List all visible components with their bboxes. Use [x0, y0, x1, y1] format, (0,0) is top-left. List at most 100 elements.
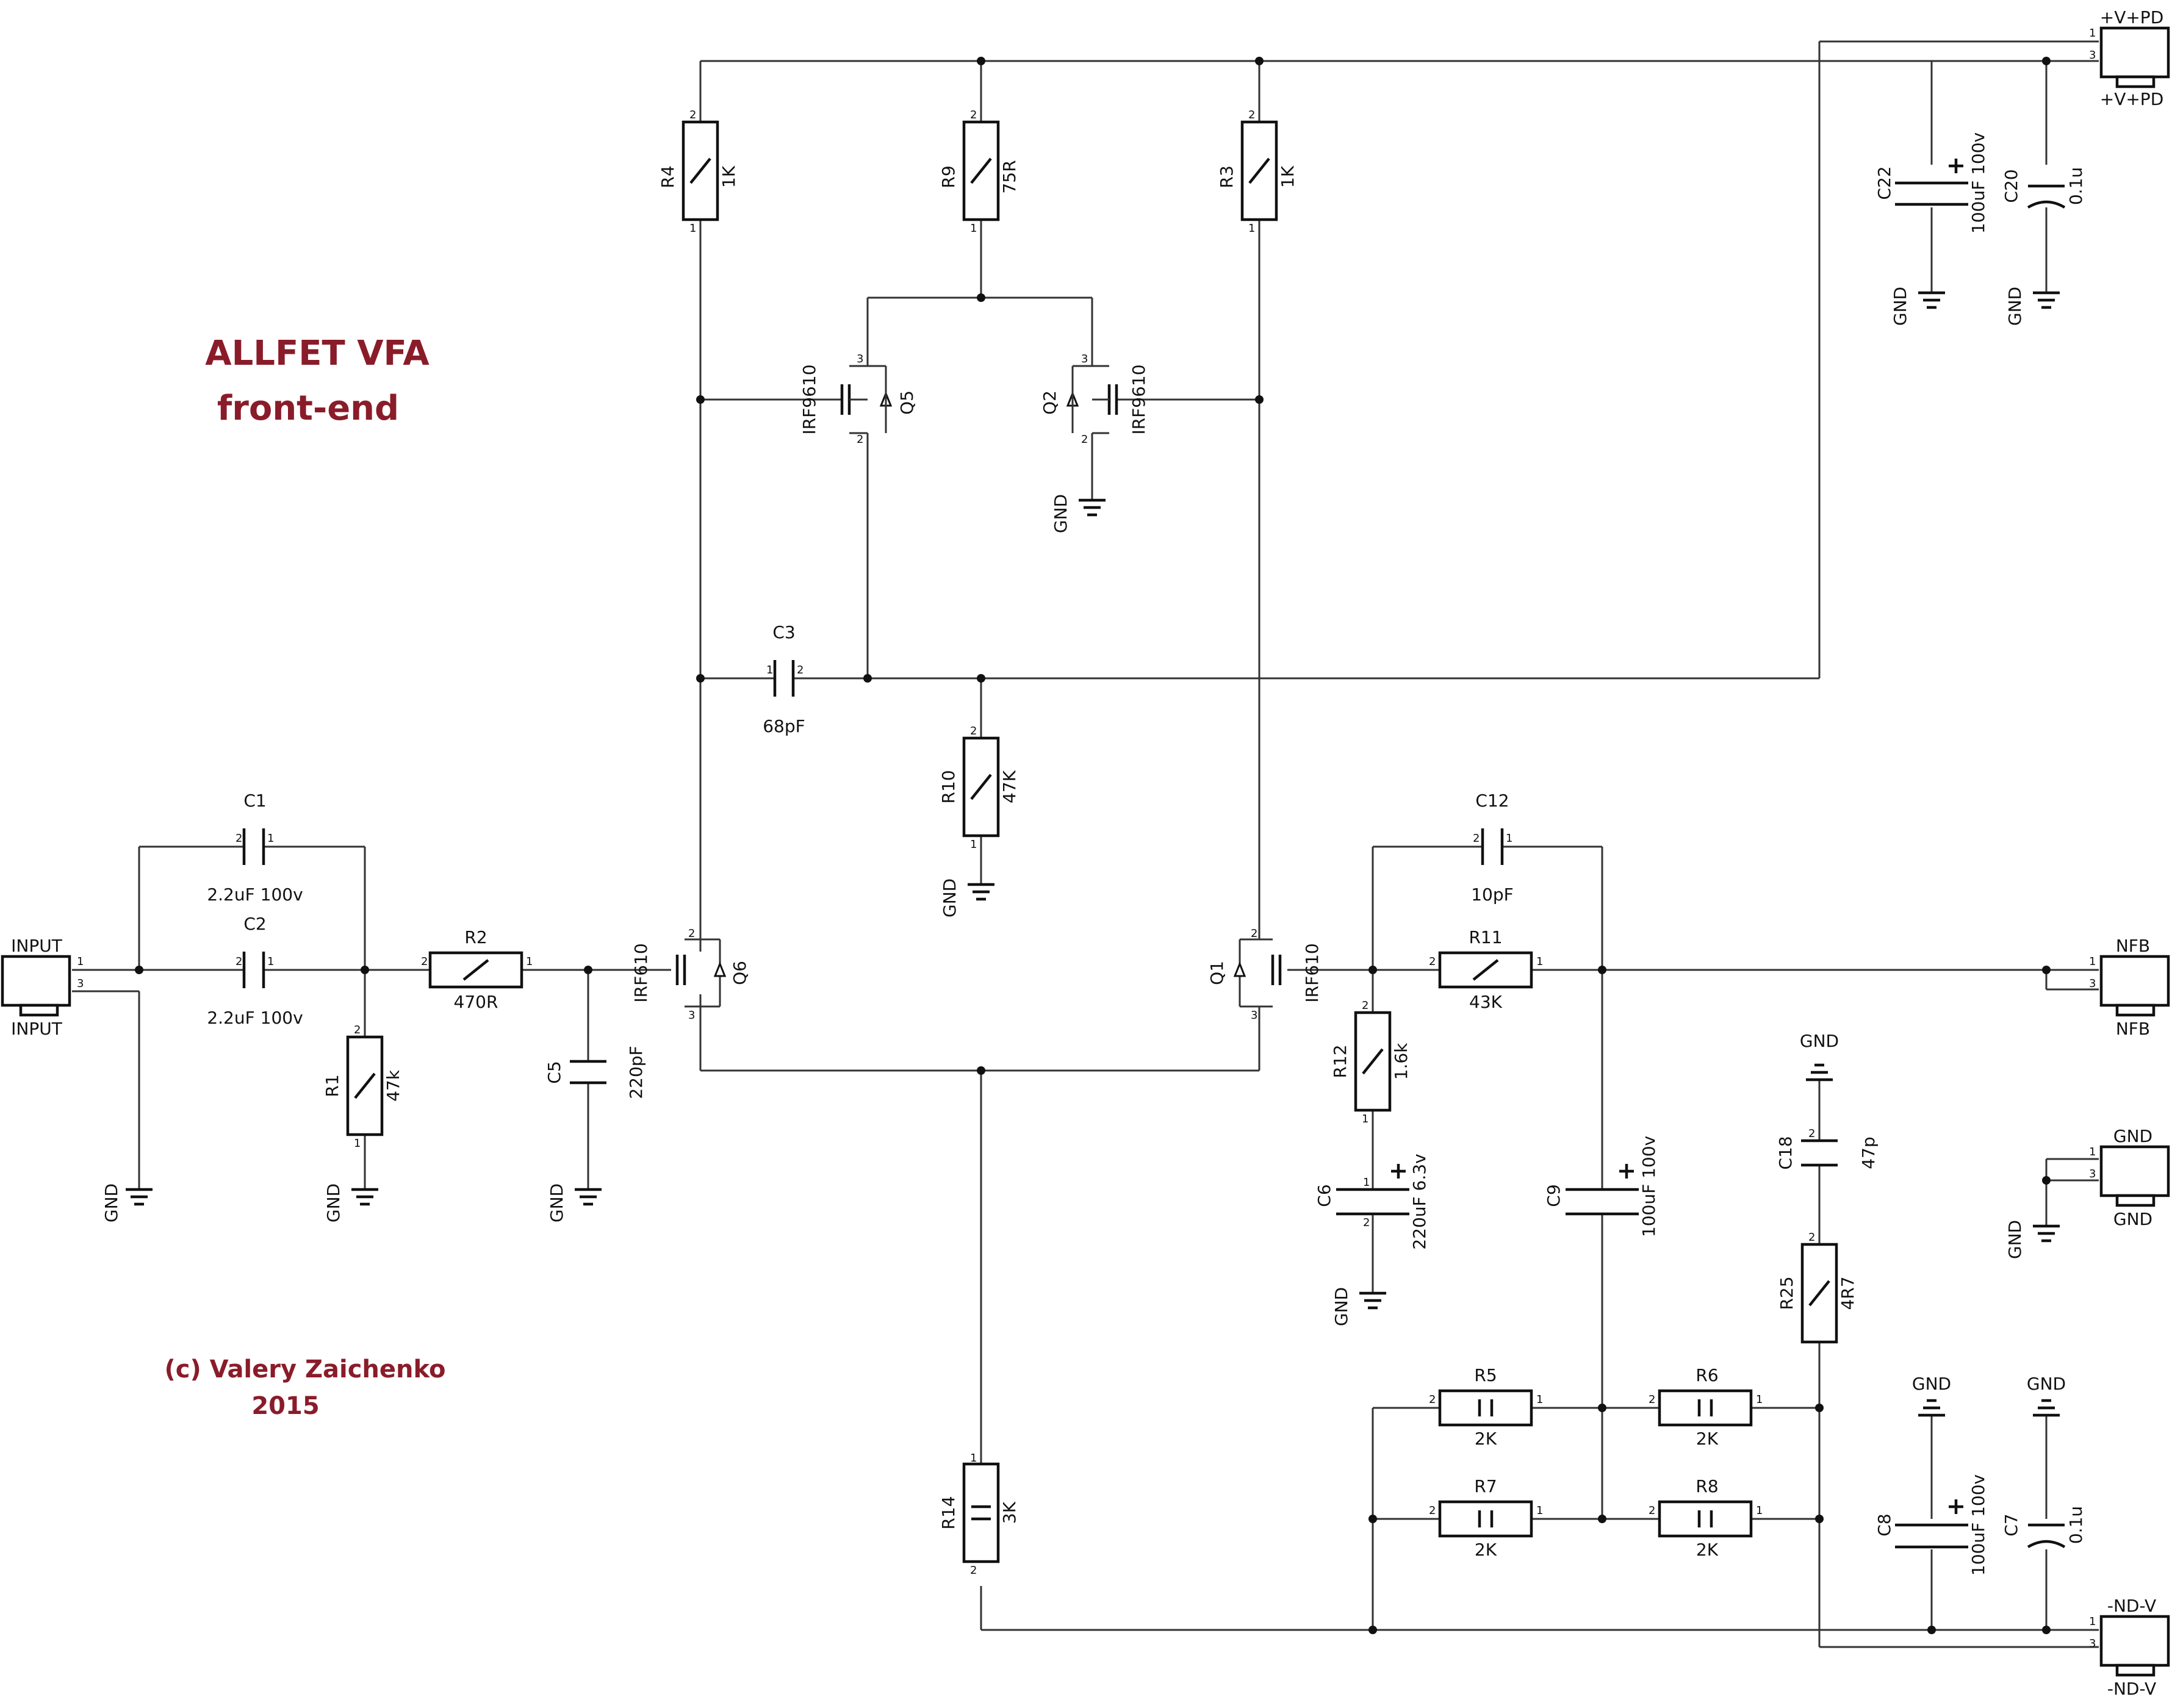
svg-text:0.1u: 0.1u: [2066, 167, 2086, 205]
svg-text:GND: GND: [1912, 1374, 1951, 1394]
resistor-r4: R4 1K 2 1: [658, 109, 739, 235]
svg-text:R2: R2: [464, 927, 487, 947]
mosfet-q2: IRF9610 Q2 3 2: [1040, 353, 1149, 446]
svg-text:1K: 1K: [1278, 165, 1298, 188]
svg-text:C18: C18: [1775, 1136, 1796, 1169]
resistor-r9: R9 75R 2 1: [938, 109, 1019, 235]
svg-text:1: 1: [1756, 1393, 1763, 1406]
svg-text:1: 1: [970, 1452, 977, 1465]
svg-text:1: 1: [2089, 1146, 2096, 1158]
svg-text:Q2: Q2: [1040, 390, 1060, 415]
svg-text:R8: R8: [1696, 1476, 1718, 1496]
diagram-title-line2: front-end: [217, 389, 399, 428]
svg-text:1: 1: [77, 955, 84, 968]
svg-text:1: 1: [354, 1137, 361, 1150]
svg-text:2: 2: [797, 664, 804, 676]
svg-text:2: 2: [1363, 1216, 1370, 1229]
svg-text:C8: C8: [1874, 1513, 1894, 1536]
svg-text:1: 1: [267, 832, 274, 845]
svg-text:1K: 1K: [719, 165, 739, 188]
svg-text:2: 2: [1429, 1504, 1436, 1517]
capacitor-c5: C5 220pF: [544, 1046, 646, 1099]
svg-text:68pF: 68pF: [763, 716, 805, 736]
svg-text:220pF: 220pF: [626, 1046, 646, 1099]
svg-text:C6: C6: [1314, 1184, 1334, 1207]
svg-text:2: 2: [1429, 955, 1436, 968]
svg-text:100uF 100v: 100uF 100v: [1639, 1136, 1659, 1237]
resistor-r12: R12 1.6k 2 1: [1330, 999, 1411, 1125]
svg-text:R7: R7: [1474, 1476, 1497, 1496]
svg-text:2: 2: [1808, 1127, 1815, 1140]
capacitor-c18: C18 47p 2: [1775, 1127, 1879, 1170]
connector-input: INPUT INPUT 1 3: [1, 936, 84, 1039]
svg-text:2: 2: [1473, 832, 1480, 845]
resistor-r14: R14 3K 1 2: [938, 1452, 1019, 1577]
svg-text:1: 1: [970, 222, 977, 235]
svg-text:3: 3: [1251, 1009, 1257, 1022]
svg-text:2: 2: [1808, 1231, 1815, 1244]
svg-text:R4: R4: [658, 165, 678, 188]
svg-text:GND: GND: [1890, 287, 1910, 326]
svg-text:1: 1: [1363, 1176, 1370, 1189]
svg-text:Q5: Q5: [897, 390, 917, 415]
svg-text:1: 1: [766, 664, 773, 676]
svg-text:C7: C7: [2001, 1513, 2021, 1536]
svg-text:2: 2: [970, 1564, 977, 1577]
svg-text:C20: C20: [2001, 169, 2021, 203]
svg-text:IRF9610: IRF9610: [799, 364, 819, 434]
svg-text:2: 2: [1248, 109, 1255, 121]
resistor-r6: R6 2K 2 1: [1649, 1365, 1763, 1449]
svg-text:1: 1: [1756, 1504, 1763, 1517]
svg-text:2K: 2K: [1475, 1429, 1497, 1449]
svg-text:INPUT: INPUT: [11, 936, 63, 956]
ground-symbols: GND GND GND GND GND GND GND GND GND GND …: [101, 287, 2066, 1417]
svg-text:1: 1: [526, 955, 533, 968]
svg-text:GND: GND: [940, 878, 960, 917]
mosfet-q1: IRF610 Q1 2 3: [1207, 927, 1322, 1022]
svg-text:2K: 2K: [1475, 1540, 1497, 1560]
svg-text:GND: GND: [101, 1183, 121, 1222]
resistor-r8: R8 2K 2 1: [1649, 1476, 1763, 1560]
svg-text:2: 2: [1251, 927, 1257, 940]
svg-text:GND: GND: [2005, 287, 2025, 326]
svg-text:2: 2: [970, 109, 977, 121]
svg-text:3K: 3K: [999, 1501, 1019, 1524]
svg-text:3: 3: [688, 1009, 695, 1022]
junctions: [135, 57, 2051, 1634]
svg-text:R10: R10: [938, 770, 958, 803]
svg-text:C22: C22: [1874, 166, 1894, 199]
svg-text:GND: GND: [2005, 1220, 2025, 1259]
svg-text:1: 1: [970, 838, 977, 851]
svg-text:IRF610: IRF610: [1302, 943, 1322, 1002]
svg-text:75R: 75R: [999, 160, 1019, 193]
svg-text:R6: R6: [1696, 1365, 1718, 1385]
svg-text:3: 3: [1081, 353, 1088, 365]
resistor-r11: R11 43K 2 1: [1429, 927, 1543, 1012]
svg-text:C1: C1: [243, 791, 266, 811]
svg-text:2: 2: [421, 955, 428, 968]
svg-text:GND: GND: [2113, 1209, 2152, 1229]
svg-text:R11: R11: [1469, 927, 1502, 947]
svg-text:2: 2: [857, 433, 863, 446]
svg-text:-ND-V: -ND-V: [2107, 1596, 2156, 1616]
mosfet-q6: IRF610 Q6 2 3: [631, 927, 750, 1022]
svg-text:43K: 43K: [1469, 992, 1503, 1012]
svg-text:2: 2: [1429, 1393, 1436, 1406]
svg-text:1: 1: [1536, 1393, 1543, 1406]
svg-text:2: 2: [354, 1024, 361, 1036]
svg-text:4R7: 4R7: [1838, 1276, 1858, 1310]
svg-text:R3: R3: [1217, 165, 1237, 188]
resistor-r1: R1 47k 2 1: [322, 1024, 403, 1150]
svg-text:2: 2: [970, 725, 977, 737]
svg-text:3: 3: [77, 977, 84, 990]
connector-gnd: GND GND 1 3: [2089, 1126, 2170, 1229]
svg-text:Q1: Q1: [1207, 961, 1227, 985]
svg-text:47k: 47k: [383, 1069, 403, 1102]
svg-text:100uF 100v: 100uF 100v: [1968, 1474, 1988, 1576]
svg-text:1: 1: [2089, 955, 2096, 968]
svg-text:GND: GND: [1051, 494, 1071, 533]
resistor-r2: R2 470R 2 1: [421, 927, 533, 1012]
svg-text:+V+PD: +V+PD: [2100, 89, 2164, 109]
svg-text:2: 2: [1649, 1393, 1655, 1406]
